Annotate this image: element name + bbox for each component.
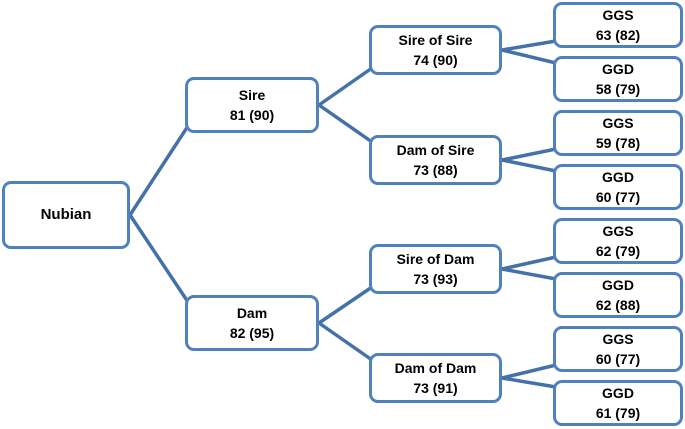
node-value: 59 (78) <box>595 135 641 151</box>
node-label: Dam <box>236 304 268 321</box>
node-label: Dam of Sire <box>396 141 475 158</box>
node-label: GGD <box>602 276 634 293</box>
node-value: 58 (79) <box>595 81 641 97</box>
node-root-animal: Nubian <box>2 181 130 249</box>
node-value: 62 (88) <box>595 297 641 313</box>
node-ggd-of-sire-of-dam: GGD 62 (88) <box>553 272 683 318</box>
node-value: 81 (90) <box>229 107 275 123</box>
node-value: 60 (77) <box>595 189 641 205</box>
node-label: GGS <box>602 6 634 23</box>
node-value: 73 (91) <box>413 380 458 396</box>
node-label: Nubian <box>40 206 92 224</box>
node-ggd-of-sire-of-sire: GGD 58 (79) <box>553 56 683 102</box>
node-label: GGS <box>602 330 634 347</box>
node-label: Sire of Sire <box>398 31 473 48</box>
node-ggs-of-sire-of-sire: GGS 63 (82) <box>553 2 683 48</box>
node-label: Sire <box>238 86 266 103</box>
node-label: GGS <box>602 222 634 239</box>
node-value: 60 (77) <box>595 351 641 367</box>
node-value: 73 (93) <box>413 271 458 287</box>
node-value: 63 (82) <box>595 27 641 43</box>
node-value: 82 (95) <box>229 325 275 341</box>
node-label: GGS <box>602 114 634 131</box>
node-value: 61 (79) <box>595 405 641 421</box>
node-value: 73 (88) <box>413 162 458 178</box>
node-ggs-of-sire-of-dam: GGS 62 (79) <box>553 218 683 264</box>
node-dam-of-sire: Dam of Sire 73 (88) <box>369 135 502 185</box>
node-ggs-of-dam-of-sire: GGS 59 (78) <box>553 110 683 156</box>
node-value: 62 (79) <box>595 243 641 259</box>
node-label: GGD <box>602 168 634 185</box>
node-label: GGD <box>602 60 634 77</box>
node-ggs-of-dam-of-dam: GGS 60 (77) <box>553 326 683 372</box>
node-sire-of-dam: Sire of Dam 73 (93) <box>369 244 502 294</box>
node-ggd-of-dam-of-sire: GGD 60 (77) <box>553 164 683 210</box>
node-label: Dam of Dam <box>394 359 477 376</box>
node-sire-of-sire: Sire of Sire 74 (90) <box>369 25 502 75</box>
node-label: GGD <box>602 384 634 401</box>
node-sire: Sire 81 (90) <box>185 77 319 133</box>
node-dam: Dam 82 (95) <box>185 295 319 351</box>
node-dam-of-dam: Dam of Dam 73 (91) <box>369 353 502 403</box>
node-ggd-of-dam-of-dam: GGD 61 (79) <box>553 380 683 426</box>
node-value: 74 (90) <box>413 52 458 68</box>
node-label: Sire of Dam <box>396 250 475 267</box>
